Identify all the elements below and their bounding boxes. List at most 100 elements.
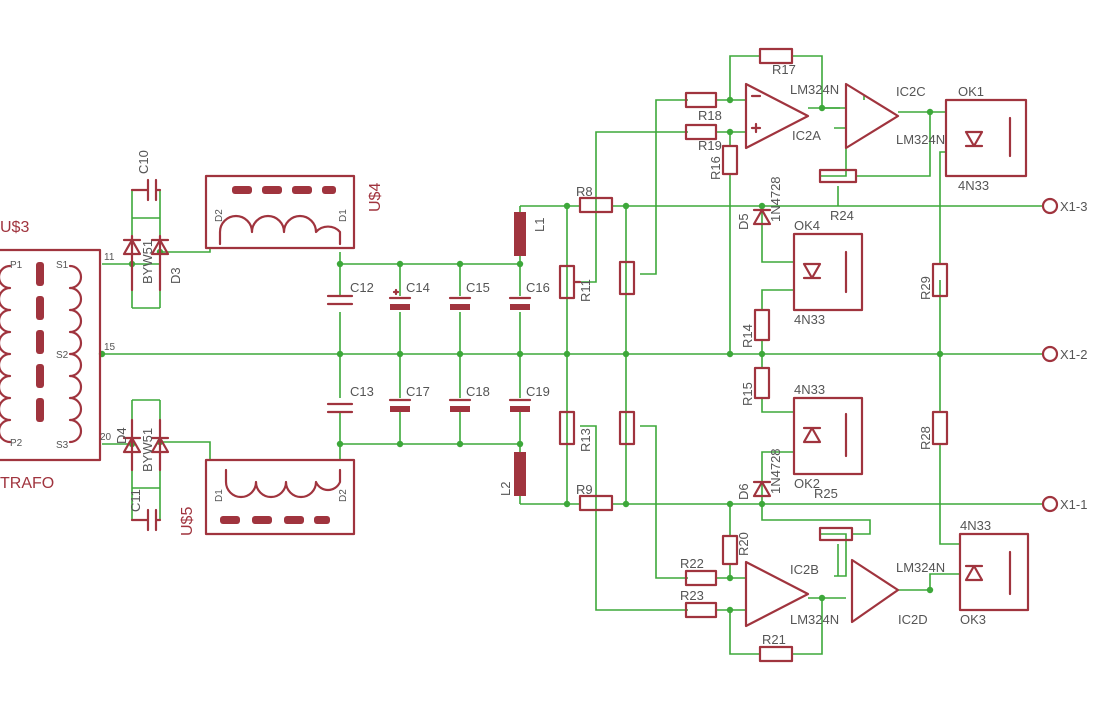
choke-l1[interactable]: L1 <box>514 212 547 256</box>
svg-text:C15: C15 <box>466 280 490 295</box>
resistor-r20[interactable]: R20 <box>721 532 751 566</box>
capacitor-c17[interactable]: C17 <box>388 384 430 412</box>
svg-text:C14: C14 <box>406 280 430 295</box>
resistor-r22[interactable]: R22 <box>680 556 718 587</box>
svg-text:IC2A: IC2A <box>792 128 821 143</box>
svg-text:15: 15 <box>104 342 116 353</box>
svg-text:X1-1: X1-1 <box>1060 497 1087 512</box>
svg-text:R13: R13 <box>578 428 593 452</box>
svg-text:D1: D1 <box>214 489 225 502</box>
optocoupler-ok2[interactable]: 4N33 OK2 <box>792 382 864 491</box>
svg-text:20: 20 <box>100 432 112 443</box>
zener-d6[interactable]: D6 1N4728 <box>736 448 783 500</box>
svg-text:C16: C16 <box>526 280 550 295</box>
svg-text:IC2D: IC2D <box>898 612 928 627</box>
optocoupler-ok3[interactable]: 4N33 OK3 <box>958 518 1030 627</box>
potentiometer-r24[interactable]: R24 <box>818 168 858 223</box>
opamp-ic2b[interactable]: IC2B LM324N <box>744 560 839 628</box>
potentiometer-r12[interactable] <box>618 410 636 446</box>
capacitor-c18[interactable]: C18 <box>448 384 490 412</box>
resistor-r29[interactable]: R29 <box>918 262 949 300</box>
svg-text:OK3: OK3 <box>960 612 986 627</box>
svg-text:R17: R17 <box>772 62 796 77</box>
opamp-ic2a[interactable]: IC2A LM324N <box>744 82 839 150</box>
potentiometer-r25[interactable]: R25 <box>814 486 854 542</box>
capacitor-c12[interactable]: C12 <box>326 280 374 306</box>
svg-text:R18: R18 <box>698 108 722 123</box>
d3-label: D3 <box>168 267 183 284</box>
c11-label: C11 <box>128 489 143 512</box>
capacitor-c16[interactable]: C16 <box>508 280 550 310</box>
resistor-r9[interactable]: R9 <box>576 482 614 512</box>
capacitor-c19[interactable]: C19 <box>508 384 550 412</box>
svg-text:D6: D6 <box>736 483 751 500</box>
opamp-ic2d[interactable]: IC2D LM324N <box>850 558 945 627</box>
svg-text:4N33: 4N33 <box>794 312 825 327</box>
d4-label: D4 <box>114 427 129 444</box>
inductor-u5[interactable]: D1 D2 U$5 <box>179 458 356 536</box>
resistor-r16[interactable]: R16 <box>708 144 739 180</box>
svg-text:R24: R24 <box>830 208 854 223</box>
svg-text:R22: R22 <box>680 556 704 571</box>
zener-d5[interactable]: D5 1N4728 <box>736 176 783 230</box>
u4-label: U$4 <box>367 183 384 212</box>
svg-text:R9: R9 <box>576 482 593 497</box>
trafo-name: U$3 <box>0 219 29 236</box>
resistor-r8[interactable]: R8 <box>576 184 614 214</box>
svg-text:4N33: 4N33 <box>794 382 825 397</box>
svg-text:IC2C: IC2C <box>896 84 926 99</box>
resistor-r17[interactable]: R17 <box>758 47 796 77</box>
resistor-r19[interactable]: R19 <box>684 123 722 153</box>
rectifier-d3[interactable]: C10 BYW51 D3 <box>122 150 183 292</box>
trafo-pin-p1: P1 <box>10 260 23 271</box>
trafo-pin-p2: P2 <box>10 438 23 449</box>
svg-text:D5: D5 <box>736 213 751 230</box>
capacitor-c14[interactable]: C14 <box>388 280 430 310</box>
svg-text:C19: C19 <box>526 384 550 399</box>
svg-text:R29: R29 <box>918 276 933 300</box>
svg-text:X1-2: X1-2 <box>1060 347 1087 362</box>
svg-text:C12: C12 <box>350 280 374 295</box>
svg-text:C18: C18 <box>466 384 490 399</box>
svg-text:R19: R19 <box>698 138 722 153</box>
connector-x1-3[interactable]: X1-3 <box>1041 197 1087 215</box>
svg-text:1N4728: 1N4728 <box>768 448 783 494</box>
choke-l2[interactable]: L2 <box>498 452 526 496</box>
potentiometer-r10[interactable] <box>618 260 636 296</box>
svg-text:C13: C13 <box>350 384 374 399</box>
svg-text:D2: D2 <box>214 209 225 222</box>
resistor-r18[interactable]: R18 <box>684 91 722 123</box>
rectifier-d4[interactable]: D4 BYW51 C11 <box>114 418 170 532</box>
trafo-pin-s2: S2 <box>56 350 69 361</box>
resistor-r14[interactable]: R14 <box>740 308 771 348</box>
svg-text:4N33: 4N33 <box>960 518 991 533</box>
svg-text:IC2B: IC2B <box>790 562 819 577</box>
capacitor-c13[interactable]: C13 <box>326 384 374 414</box>
connector-x1-1[interactable]: X1-1 <box>1041 495 1087 513</box>
trafo-value: TRAFO <box>0 475 54 492</box>
potentiometer-r13[interactable]: R13 <box>558 410 593 452</box>
svg-text:R14: R14 <box>740 324 755 348</box>
trafo-pin-s1: S1 <box>56 260 69 271</box>
resistor-r28[interactable]: R28 <box>918 410 949 450</box>
inductor-u4[interactable]: D2 D1 U$4 <box>204 174 384 250</box>
opamp-ic2c[interactable]: IC2C LM324N <box>844 82 945 150</box>
svg-text:LM324N: LM324N <box>896 560 945 575</box>
transformer-trafo[interactable]: P1 P2 S1 S2 S3 11 15 20 <box>0 248 116 462</box>
c10-label: C10 <box>136 150 151 174</box>
optocoupler-ok1[interactable]: OK1 4N33 <box>944 84 1028 193</box>
potentiometer-r11[interactable]: R11 <box>558 264 593 302</box>
svg-text:R16: R16 <box>708 156 723 180</box>
resistor-r23[interactable]: R23 <box>680 588 718 619</box>
u5-label: U$5 <box>179 507 196 536</box>
svg-text:1N4728: 1N4728 <box>768 176 783 222</box>
connector-x1-2[interactable]: X1-2 <box>1041 345 1087 363</box>
svg-text:LM324N: LM324N <box>790 612 839 627</box>
svg-text:R28: R28 <box>918 426 933 450</box>
byw51-top-label: BYW51 <box>140 240 155 284</box>
resistor-r15[interactable]: R15 <box>740 366 771 406</box>
optocoupler-ok4[interactable]: OK4 4N33 <box>792 218 864 327</box>
resistor-r21[interactable]: R21 <box>758 632 794 663</box>
capacitor-c15[interactable]: C15 <box>448 280 490 310</box>
